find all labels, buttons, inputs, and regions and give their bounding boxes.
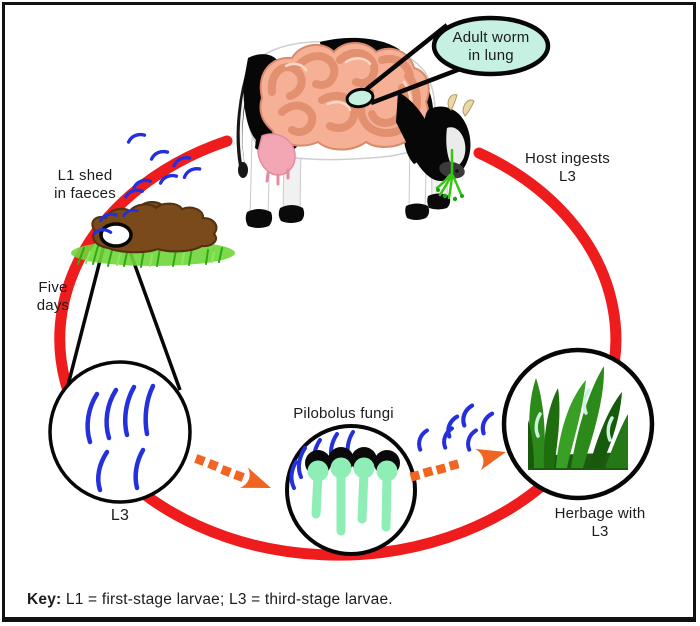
label-adult-worm: Adult worm in lung xyxy=(452,29,530,64)
pilobolus-circle-group xyxy=(285,424,417,556)
cow-hooves xyxy=(245,193,451,228)
label-pilobolus: Pilobolus fungi xyxy=(293,405,394,422)
label-herbage: Herbage with L3 xyxy=(554,505,646,540)
grazing-grass xyxy=(435,148,463,200)
arrowhead-icon xyxy=(475,448,506,471)
cow-head xyxy=(396,92,475,182)
label-l3: L3 xyxy=(110,507,130,524)
herbage-circle-group xyxy=(501,347,655,501)
callout-line-upper xyxy=(361,23,449,94)
cow-udder xyxy=(257,133,296,186)
herbage-larvae xyxy=(534,388,614,442)
cycle-ring xyxy=(54,135,622,561)
adult-worm-bubble xyxy=(431,15,551,77)
magnifier-lens xyxy=(99,222,133,248)
cow-horns xyxy=(447,94,458,111)
l3-circle xyxy=(48,360,192,504)
dispersed-larvae xyxy=(416,404,492,453)
arrowhead-icon xyxy=(239,467,271,488)
pilobolus-fungi xyxy=(305,447,400,536)
arrow-fungi-to-herbage xyxy=(409,448,506,482)
label-l1-shed: L1 shed in faeces xyxy=(54,167,116,202)
label-host-ingests: Host ingests L3 xyxy=(525,150,610,185)
lung-spot xyxy=(345,87,375,109)
herbage-circle xyxy=(501,347,655,501)
l3-larvae xyxy=(85,383,156,493)
cow-illustration xyxy=(236,37,475,228)
callout-line-lower xyxy=(370,66,461,106)
label-five-days: Five days xyxy=(36,279,70,314)
adult-worm-callout xyxy=(345,15,551,109)
key-text: L1 = first-stage larvae; L3 = third-stag… xyxy=(61,591,393,608)
key-caption: Key: L1 = first-stage larvae; L3 = third… xyxy=(27,591,393,609)
dispersal-arrows xyxy=(194,448,506,488)
arrow-l3-to-fungi xyxy=(194,454,271,488)
l3-circle-group xyxy=(48,360,192,504)
key-prefix: Key: xyxy=(27,591,62,608)
herbage-grass xyxy=(528,366,628,470)
pilobolus-circle xyxy=(285,424,417,556)
